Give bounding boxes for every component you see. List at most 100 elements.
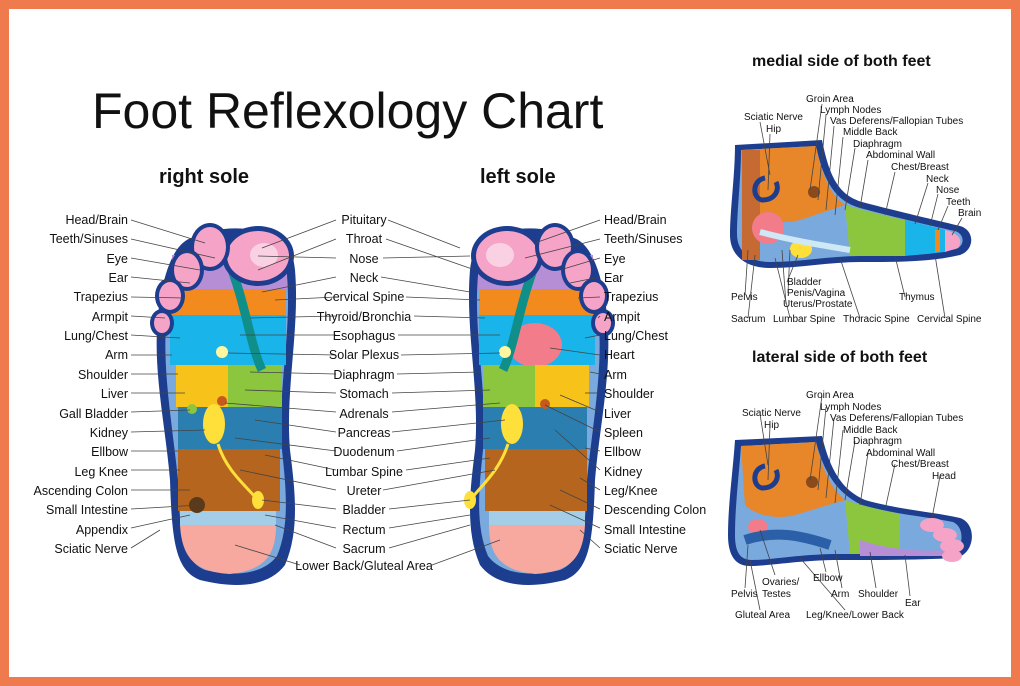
right-sole-label-6: Lung/Chest xyxy=(64,329,128,344)
lateral-label-sciatic: Sciatic Nerve xyxy=(742,408,801,419)
lateral-label-head: Head xyxy=(932,471,956,482)
left-sole-label-9: Shoulder xyxy=(604,387,655,402)
left-sole-label-14: Leg/Knee xyxy=(604,483,658,498)
left-sole-label-12: Ellbow xyxy=(604,445,641,460)
right-sole-label-17: Sciatic Nerve xyxy=(54,541,128,556)
right-sole-label-4: Trapezius xyxy=(73,290,128,305)
lateral-label-gluteal: Gluteal Area xyxy=(735,610,791,621)
left-sole-heading: left sole xyxy=(480,166,556,188)
left-sole-label-4: Trapezius xyxy=(604,290,659,305)
lateral-label-abdominal: Abdominal Wall xyxy=(866,448,936,459)
lateral-label-lymph: Lymph Nodes xyxy=(820,402,882,413)
lateral-label-vas: Vas Deferens/Fallopian Tubes xyxy=(830,413,964,424)
medial-label-middle-back: Middle Back xyxy=(843,127,898,138)
medial-label-lymph: Lymph Nodes xyxy=(820,105,882,116)
medial-label-penis: Penis/Vagina xyxy=(787,288,846,299)
left-sole-label-8: Arm xyxy=(604,367,627,382)
center-label-17: Sacrum xyxy=(342,541,386,556)
lateral-label-legknee: Leg/Knee/Lower Back xyxy=(806,610,904,621)
lateral-label-ovaries: Ovaries/ xyxy=(762,577,800,588)
lateral-label-middle-back: Middle Back xyxy=(843,425,898,436)
center-label-12: Duodenum xyxy=(333,445,395,460)
medial-label-cervical: Cervical Spine xyxy=(917,314,982,325)
right-sole-heading: right sole xyxy=(159,166,250,188)
medial-foot-illustration xyxy=(730,140,972,268)
medial-label-thoracic: Thoracic Spine xyxy=(843,314,910,325)
left-sole-label-3: Ear xyxy=(604,271,624,286)
right-sole-label-14: Ascending Colon xyxy=(33,483,128,498)
lateral-label-chest: Chest/Breast xyxy=(891,459,949,470)
center-label-14: Ureter xyxy=(346,483,382,498)
medial-label-groin: Groin Area xyxy=(806,94,854,105)
left-sole-label-11: Spleen xyxy=(604,425,643,440)
right-sole-illustration xyxy=(150,223,297,586)
left-sole-label-5: Armpit xyxy=(604,309,641,324)
medial-label-lumbar: Lumbar Spine xyxy=(773,314,836,325)
center-label-13: Lumbar Spine xyxy=(325,464,403,479)
right-sole-label-2: Eye xyxy=(106,251,128,266)
lateral-label-testes: Testes xyxy=(762,589,791,600)
right-sole-label-15: Small Intestine xyxy=(46,503,128,518)
right-sole-label-7: Arm xyxy=(105,348,128,363)
left-sole-label-7: Heart xyxy=(604,348,635,363)
left-sole-label-6: Lung/Chest xyxy=(604,329,668,344)
center-label-2: Nose xyxy=(349,251,379,266)
center-label-11: Pancreas xyxy=(337,425,391,440)
lateral-label-ear: Ear xyxy=(905,598,921,609)
medial-label-bladder: Bladder xyxy=(787,277,822,288)
lateral-label-diaphragm: Diaphragm xyxy=(853,436,902,447)
leader-lines xyxy=(130,103,963,611)
center-label-8: Diaphragm xyxy=(333,367,395,382)
left-sole-label-2: Eye xyxy=(604,251,626,266)
lateral-label-arm: Arm xyxy=(831,589,850,600)
medial-heading: medial side of both feet xyxy=(752,53,931,70)
left-sole-label-1: Teeth/Sinuses xyxy=(604,232,683,247)
right-sole-label-0: Head/Brain xyxy=(65,213,128,227)
right-sole-label-8: Shoulder xyxy=(77,367,128,382)
medial-label-abdominal: Abdominal Wall xyxy=(866,150,936,161)
medial-label-uterus: Uterus/Prostate xyxy=(783,299,853,310)
left-sole-label-10: Liver xyxy=(604,406,632,421)
lateral-label-ellbow: Ellbow xyxy=(813,573,843,584)
center-label-9: Stomach xyxy=(339,387,389,402)
center-label-4: Cervical Spine xyxy=(323,290,405,305)
medial-label-thymus: Thymus xyxy=(899,292,935,303)
left-sole-label-0: Head/Brain xyxy=(604,213,667,227)
center-label-18: Lower Back/Gluteal Area xyxy=(295,559,433,573)
medial-label-brain: Brain xyxy=(958,208,982,219)
left-sole-label-16: Small Intestine xyxy=(604,522,686,537)
medial-label-pelvis: Pelvis xyxy=(731,292,758,303)
right-sole-label-12: Ellbow xyxy=(91,445,128,460)
medial-label-nose: Nose xyxy=(936,185,960,196)
left-sole-label-15: Descending Colon xyxy=(604,503,707,518)
right-sole-label-11: Kidney xyxy=(89,425,128,440)
center-label-3: Neck xyxy=(349,271,379,286)
left-sole-illustration xyxy=(464,223,615,586)
right-sole-label-16: Appendix xyxy=(75,522,128,537)
right-sole-label-1: Teeth/Sinuses xyxy=(49,232,128,247)
right-sole-label-5: Armpit xyxy=(91,309,128,324)
medial-label-chest: Chest/Breast xyxy=(891,162,949,173)
medial-label-neck: Neck xyxy=(926,174,949,185)
left-sole-label-17: Sciatic Nerve xyxy=(604,541,678,556)
center-label-1: Throat xyxy=(345,232,383,247)
page-title: Foot Reflexology Chart xyxy=(92,83,604,139)
right-sole-label-13: Leg Knee xyxy=(74,464,128,479)
medial-label-sacrum: Sacrum xyxy=(731,314,766,325)
medial-label-teeth: Teeth xyxy=(946,197,971,208)
center-label-5: Thyroid/Bronchia xyxy=(316,309,412,324)
center-label-15: Bladder xyxy=(342,503,386,518)
lateral-heading: lateral side of both feet xyxy=(752,349,928,366)
center-label-0: Pituitary xyxy=(341,213,387,227)
medial-label-hip: Hip xyxy=(766,124,782,135)
right-sole-label-3: Ear xyxy=(108,271,128,286)
center-label-7: Solar Plexus xyxy=(328,348,400,363)
lateral-label-shoulder: Shoulder xyxy=(858,589,899,600)
medial-label-sciatic: Sciatic Nerve xyxy=(744,112,803,123)
center-label-10: Adrenals xyxy=(339,406,389,421)
lateral-label-hip: Hip xyxy=(764,420,780,431)
center-label-6: Esophagus xyxy=(332,329,396,344)
right-sole-label-10: Gall Bladder xyxy=(59,406,128,421)
center-label-16: Rectum xyxy=(342,522,386,537)
